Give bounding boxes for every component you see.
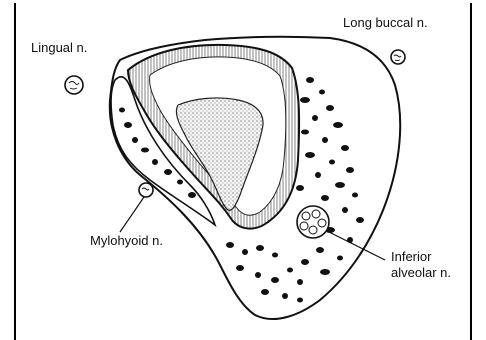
mylohyoid-nerve-label: Mylohyoid n. [90,233,163,249]
long-buccal-nerve-icon [391,50,405,64]
inferior-alveolar-nerve-label-line2: alveolar n. [391,265,451,281]
mylohyoid-nerve-icon [139,183,153,197]
inferior-alveolar-bundle [297,206,329,238]
mylohyoid-leader-line [120,197,144,232]
inferior-alveolar-nerve-label-line1: Inferior [391,249,431,265]
long-buccal-nerve-label: Long buccal n. [343,15,428,31]
lingual-nerve-icon [65,76,83,94]
lingual-nerve-label: Lingual n. [31,40,87,56]
